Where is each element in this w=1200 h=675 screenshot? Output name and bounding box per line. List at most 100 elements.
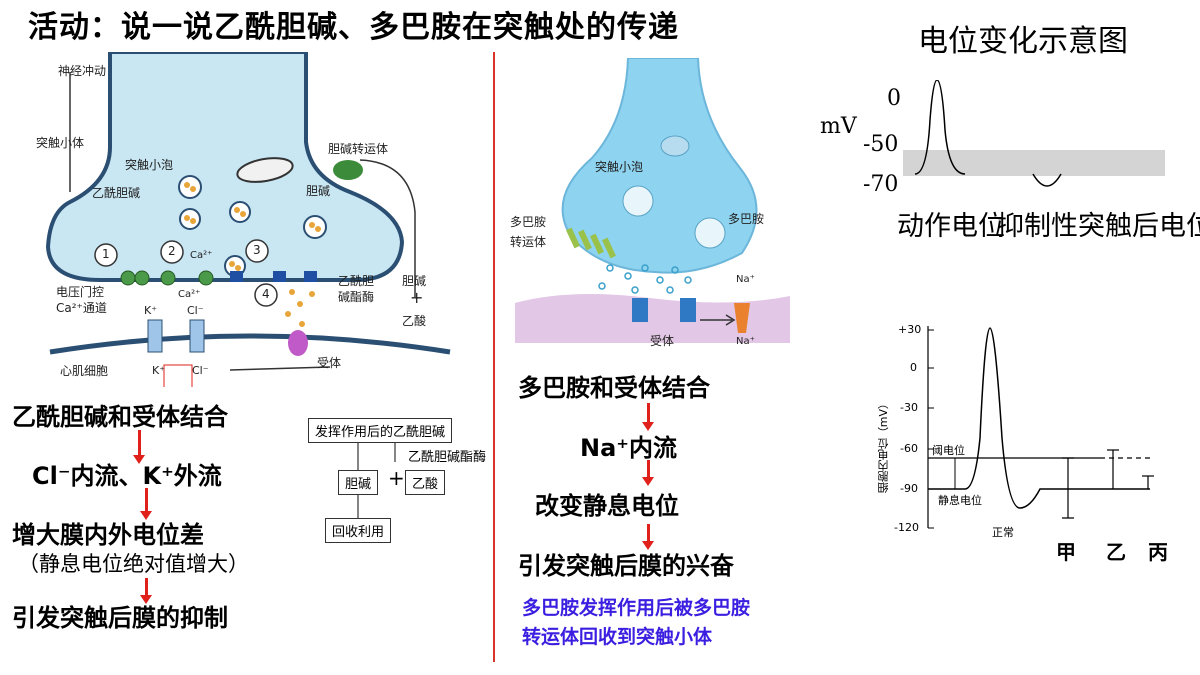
membrane-tick-n90: -90: [900, 482, 918, 495]
potential-chart: mV 0 -50 -70 动作电位 抑制性突触后电位: [815, 79, 1200, 250]
label-synaptic-knob: 突触小体: [36, 136, 85, 150]
label-case-bing: 丙: [1148, 540, 1168, 564]
label-receptor: 受体: [317, 356, 342, 370]
left-step-3: 增大膜内外电位差: [12, 521, 204, 549]
label-na-bottom: Na⁺: [736, 336, 755, 347]
label-vgcc: 电压门控: [56, 285, 105, 299]
label-acetate: 乙酸: [402, 314, 427, 328]
dopamine-note-line1: 多巴胺发挥作用后被多巴胺: [522, 597, 751, 619]
vesicle: [178, 175, 202, 199]
label-dopamine-vesicle: 突触小泡: [595, 160, 644, 174]
label-case-jia: 甲: [1056, 540, 1076, 564]
dopamine-vesicle: [622, 185, 654, 217]
label-cardiac-cell: 心肌细胞: [60, 364, 109, 378]
left-arrow-1: [133, 430, 145, 464]
label-step-3: 3: [253, 243, 261, 257]
label-cl-bottom: Cl⁻: [192, 364, 209, 377]
membrane-tick-n30: -30: [900, 401, 918, 414]
label-vgcc-2: Ca²⁺通道: [56, 301, 107, 315]
flow-recycle: 回收利用: [325, 518, 392, 543]
label-ache-2: 碱酯酶: [338, 290, 375, 304]
potential-chart-svg: [903, 79, 1165, 187]
label-step-1: 1: [102, 247, 110, 261]
membrane-tick-30: +30: [898, 323, 922, 336]
left-step-1: 乙酰胆碱和受体结合: [12, 403, 228, 431]
threshold-band: [903, 150, 1165, 176]
label-resting: 静息电位: [938, 494, 982, 507]
k-channel-shape: [147, 319, 163, 353]
membrane-tick-n60: -60: [900, 442, 918, 455]
dopamine-receptors: [632, 298, 696, 322]
choline-transporter: [333, 160, 363, 180]
left-arrow-3: [140, 578, 152, 604]
label-ache: 乙酰胆: [338, 274, 375, 288]
mid-arrow-1: [642, 403, 654, 431]
label-dat-2: 转运体: [510, 235, 547, 249]
dopamine-presynaptic: [561, 57, 758, 274]
label-cl-top: Cl⁻: [187, 304, 204, 317]
flow-after-ach: 发挥作用后的乙酰胆碱: [308, 418, 453, 443]
highlight-box: [163, 364, 193, 396]
ach-synapse-diagram: 神经冲动 突触小体 突触小泡 乙酰胆碱 胆碱 胆碱转运体 1 2 3 4 Ca²…: [30, 50, 470, 396]
potential-ylabel: mV: [820, 114, 857, 139]
label-choline-transporter: 胆碱转运体: [328, 142, 389, 156]
label-ca-1: Ca²⁺: [190, 250, 213, 261]
left-step-2: Cl⁻内流、K⁺外流: [32, 462, 222, 490]
membrane-tick-0: 0: [910, 361, 917, 374]
dopamine-vesicle: [694, 217, 726, 249]
membrane-tick-n120: -120: [894, 521, 919, 534]
resting-line: [928, 327, 1150, 509]
dopamine-note-line2: 转运体回收到突触小体: [522, 626, 713, 648]
membrane-ylabel: 细胞内电位（mV）: [877, 398, 890, 494]
vesicle: [229, 201, 251, 223]
vesicles: [178, 175, 327, 277]
label-dopamine: 多巴胺: [728, 212, 765, 226]
label-step-2: 2: [168, 244, 176, 258]
potential-chart-title: 电位变化示意图: [918, 24, 1128, 59]
label-dat: 多巴胺: [510, 215, 547, 229]
vesicle-contents: [184, 182, 321, 271]
label-k-bottom: K⁺: [152, 364, 166, 377]
divider-line: [493, 52, 495, 662]
flow-plus: +: [388, 466, 405, 490]
label-ach: 乙酰胆碱: [92, 186, 141, 200]
receptor-shape: [288, 330, 308, 356]
label-threshold: 阈电位: [932, 444, 965, 457]
flow-acetate: 乙酸: [405, 470, 446, 495]
mid-arrow-2: [642, 460, 654, 486]
potential-tick-50: -50: [863, 132, 899, 157]
label-action-potential: 动作电位: [897, 211, 1005, 242]
dopamine-transporter: [566, 227, 616, 259]
dopamine-postsynaptic: [515, 294, 790, 343]
release-sites: [230, 271, 317, 282]
label-k-top: K⁺: [144, 304, 158, 317]
mid-step-2: Na⁺内流: [580, 434, 677, 462]
left-step-3-note: （静息电位绝对值增大）: [18, 552, 249, 576]
vesicle: [303, 215, 327, 239]
membrane-chart-svg: [927, 326, 1154, 529]
action-potential-trace: [914, 79, 966, 175]
label-ipsp: 抑制性突触后电位: [997, 211, 1200, 242]
vesicle: [179, 208, 201, 230]
mid-step-4: 引发突触后膜的兴奋: [518, 552, 734, 580]
label-plus: +: [410, 288, 424, 307]
label-ca-2: Ca²⁺: [178, 289, 201, 300]
page-title: 活动：说一说乙酰胆碱、多巴胺在突触处的传递: [28, 10, 679, 45]
label-nerve-impulse: 神经冲动: [58, 64, 107, 78]
dopamine-synapse-diagram: 突触小泡 多巴胺 多巴胺 转运体 Na⁺ Na⁺ 受体: [510, 57, 795, 358]
mid-step-3: 改变静息电位: [535, 492, 679, 520]
ca-channels: [120, 270, 214, 286]
flow-choline: 胆碱: [338, 470, 379, 495]
ipsp-trace: [1032, 173, 1062, 187]
label-case-yi: 乙: [1106, 540, 1126, 564]
label-choline: 胆碱: [306, 184, 331, 198]
label-na-top: Na⁺: [736, 274, 755, 285]
left-step-4: 引发突触后膜的抑制: [12, 604, 228, 632]
label-step-4: 4: [262, 287, 270, 301]
mid-arrow-3: [642, 524, 654, 550]
mitochondrion: [660, 135, 690, 157]
potential-tick-0: 0: [887, 86, 901, 111]
dopamine-synapse-svg: [515, 57, 790, 343]
label-vesicle: 突触小泡: [125, 158, 174, 172]
mitochondrion: [236, 157, 294, 183]
